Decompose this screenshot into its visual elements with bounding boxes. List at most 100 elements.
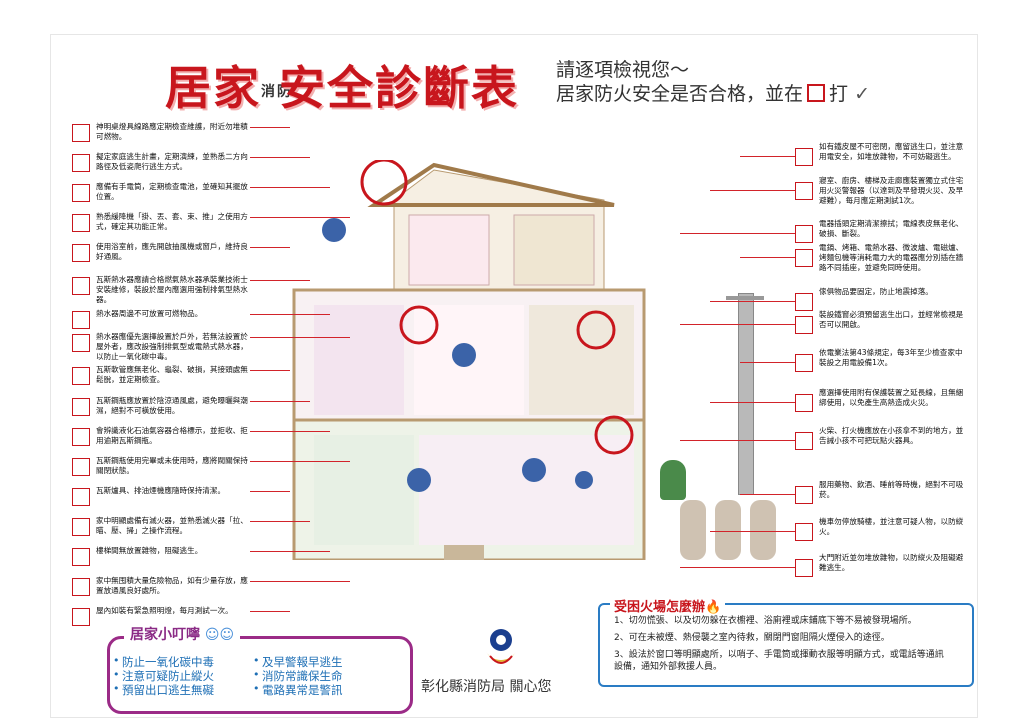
checklist-checkbox[interactable]: [72, 154, 90, 172]
fire-escape-item: 1、切勿慌張、以及切勿躲在衣櫥裡、浴廁裡或床鋪底下等不易被發現場所。: [614, 616, 917, 626]
checklist-checkbox[interactable]: [795, 559, 813, 577]
checklist-checkbox[interactable]: [795, 394, 813, 412]
callout-line: [710, 301, 795, 302]
checklist-item-text: 熱水器周邊不可放置可燃物品。: [96, 309, 203, 318]
checklist-checkbox[interactable]: [72, 608, 90, 626]
checklist-item-text: 會辨識液化石油氣容器合格標示，並拒收、拒用逾期瓦斯鋼瓶。: [96, 426, 248, 445]
callout-line: [710, 402, 795, 403]
pole-crossbar: [726, 296, 764, 300]
checklist-checkbox[interactable]: [795, 293, 813, 311]
checklist-checkbox[interactable]: [72, 488, 90, 506]
checklist-checkbox[interactable]: [72, 124, 90, 142]
tip-item: 注意可疑防止縱火: [122, 669, 214, 683]
checklist-item-text: 瓦斯鋼瓶應放置於陰涼通風處，避免曝曬與潮濕，絕對不可橫放使用。: [96, 396, 248, 415]
checklist-item-text: 使用浴室前，應先開啟抽風機或窗戶，維持良好通風。: [96, 242, 248, 261]
callout-line: [710, 531, 795, 532]
tip-item: 防止一氧化碳中毒: [122, 655, 214, 669]
tip-item: 消防常識保生命: [262, 669, 343, 683]
suspicious-person: [660, 460, 686, 500]
callout-line: [710, 190, 795, 191]
fire-escape-box: [598, 603, 974, 687]
checklist-item-text: 屋內如裝有緊急照明燈，每月測試一次。: [96, 606, 233, 615]
checklist-checkbox[interactable]: [795, 249, 813, 267]
fire-escape-title: 受困火場怎麼辦🔥: [610, 596, 726, 615]
callout-line: [250, 370, 290, 371]
checklist-checkbox[interactable]: [72, 311, 90, 329]
subtitle-line-2: 居家防火安全是否合格，並在打 ✓: [556, 83, 870, 105]
checklist-item-text: 電鍋、烤箱、電熱水器、微波爐、電磁爐、烤麵包機等消耗電力大的電器應分別插在牆路不…: [819, 243, 964, 272]
checklist-item-text: 依電業法第43條規定，每3年至少檢查家中裝設之用電設備1次。: [819, 348, 963, 367]
callout-line: [250, 521, 310, 522]
callout-line: [250, 431, 330, 432]
checklist-checkbox[interactable]: [72, 428, 90, 446]
scooter-3: [750, 500, 776, 560]
checklist-item-text: 家中無囤積大量危險物品，如有少量存放，應置放通風良好處所。: [96, 576, 248, 595]
checkmark-icon: ✓: [854, 83, 870, 105]
poster-title: 居家消防安全診斷表: [165, 61, 519, 115]
checklist-checkbox[interactable]: [795, 148, 813, 166]
poster-subtitle: 請逐項檢視您～ 居家防火安全是否合格，並在打 ✓: [556, 58, 870, 106]
checklist-item-text: 大門附近並勿堆放雜物，以防縱火及阻礙避難逃生。: [819, 553, 964, 572]
tip-item: 電路異常是警訊: [262, 683, 343, 697]
checklist-checkbox[interactable]: [795, 182, 813, 200]
checklist-item-text: 寢室、廚房、樓梯及走廊應裝置獨立式住宅用火災警報器（以達到及早發現火災、及早避難…: [819, 176, 964, 205]
callout-line: [250, 314, 330, 315]
checklist-checkbox[interactable]: [795, 432, 813, 450]
checklist-checkbox[interactable]: [795, 316, 813, 334]
callout-line: [680, 233, 795, 234]
callout-line: [250, 611, 290, 612]
checklist-item-text: 熟悉緩降機「掛、丟、套、束、推」之使用方式，確定其功能正常。: [96, 212, 248, 231]
callout-line: [740, 257, 795, 258]
checklist-checkbox[interactable]: [795, 225, 813, 243]
checklist-checkbox[interactable]: [72, 214, 90, 232]
checkbox-sample-icon: [807, 84, 826, 102]
callout-line: [250, 187, 330, 188]
checklist-checkbox[interactable]: [795, 486, 813, 504]
callout-line: [250, 157, 310, 158]
checklist-item-text: 瓦斯熱水器應請合格燃氣熱水器承裝業技術士安裝維修，裝設於屋內應選用強制排氣型熱水…: [96, 275, 248, 304]
checklist-item-text: 火柴、打火機應放在小孩拿不到的地方，並告誡小孩不可把玩點火器具。: [819, 426, 964, 445]
checklist-checkbox[interactable]: [72, 548, 90, 566]
checklist-checkbox[interactable]: [72, 184, 90, 202]
callout-line: [250, 491, 290, 492]
house-illustration: [292, 160, 646, 560]
tip-bullets: •••: [253, 654, 260, 695]
checklist-checkbox[interactable]: [72, 277, 90, 295]
checklist-item-text: 電器插頭定期清潔擦拭；電線表皮無老化、破損、斷裂。: [819, 219, 964, 238]
checklist-item-text: 神明桌燈具線路應定期檢查維護，附近勿堆積可燃物。: [96, 122, 248, 141]
checklist-item-text: 瓦斯爐具、排油煙機應隨時保持清潔。: [96, 486, 226, 495]
checklist-checkbox[interactable]: [72, 367, 90, 385]
checklist-item-text: 機車勿停放騎樓，並注意可疑人物，以防縱火。: [819, 517, 964, 536]
scooter-2: [715, 500, 741, 560]
callout-line: [250, 217, 350, 218]
checklist-item-text: 擬定家庭逃生計畫，定期演練，並熟悉二方向路徑及低姿爬行逃生方式。: [96, 152, 248, 171]
callout-line: [740, 362, 795, 363]
callout-line: [250, 127, 290, 128]
checklist-checkbox[interactable]: [72, 244, 90, 262]
checklist-item-text: 瓦斯鋼瓶使用完畢或未使用時，應將閥關保持關閉狀態。: [96, 456, 248, 475]
checklist-item-text: 傢俱物品要固定，防止地震掉落。: [819, 287, 933, 296]
callout-line: [740, 156, 795, 157]
checklist-checkbox[interactable]: [72, 458, 90, 476]
flame-icon: 🔥: [705, 600, 722, 615]
callout-line: [680, 440, 795, 441]
tip-bullets: •••: [113, 654, 120, 695]
callout-line: [250, 551, 330, 552]
tips-title: 居家小叮嚀 ☺☺: [124, 624, 241, 644]
tips-box: [107, 636, 413, 714]
subtitle-line-1: 請逐項檢視您～: [556, 59, 690, 81]
callout-line: [250, 337, 350, 338]
callout-line: [250, 581, 350, 582]
tip-item: 預留出口逃生無礙: [122, 683, 214, 697]
callout-line: [680, 567, 795, 568]
checklist-item-text: 如有鐵皮屋不可密閉，應留逃生口，並注意用電安全，如堆放雜物，不可妨礙逃生。: [819, 142, 964, 161]
children-icon: ☺☺: [204, 627, 235, 643]
checklist-checkbox[interactable]: [72, 398, 90, 416]
checklist-checkbox[interactable]: [72, 578, 90, 596]
checklist-checkbox[interactable]: [72, 518, 90, 536]
checklist-item-text: 服用藥物、飲酒、睡前等時機，絕對不可吸菸。: [819, 480, 964, 499]
checklist-item-text: 家中明顯處備有滅火器，並熟悉滅火器「拉、瞄、壓、掃」之操作流程。: [96, 516, 248, 535]
checklist-checkbox[interactable]: [795, 354, 813, 372]
checklist-checkbox[interactable]: [72, 334, 90, 352]
checklist-checkbox[interactable]: [795, 523, 813, 541]
